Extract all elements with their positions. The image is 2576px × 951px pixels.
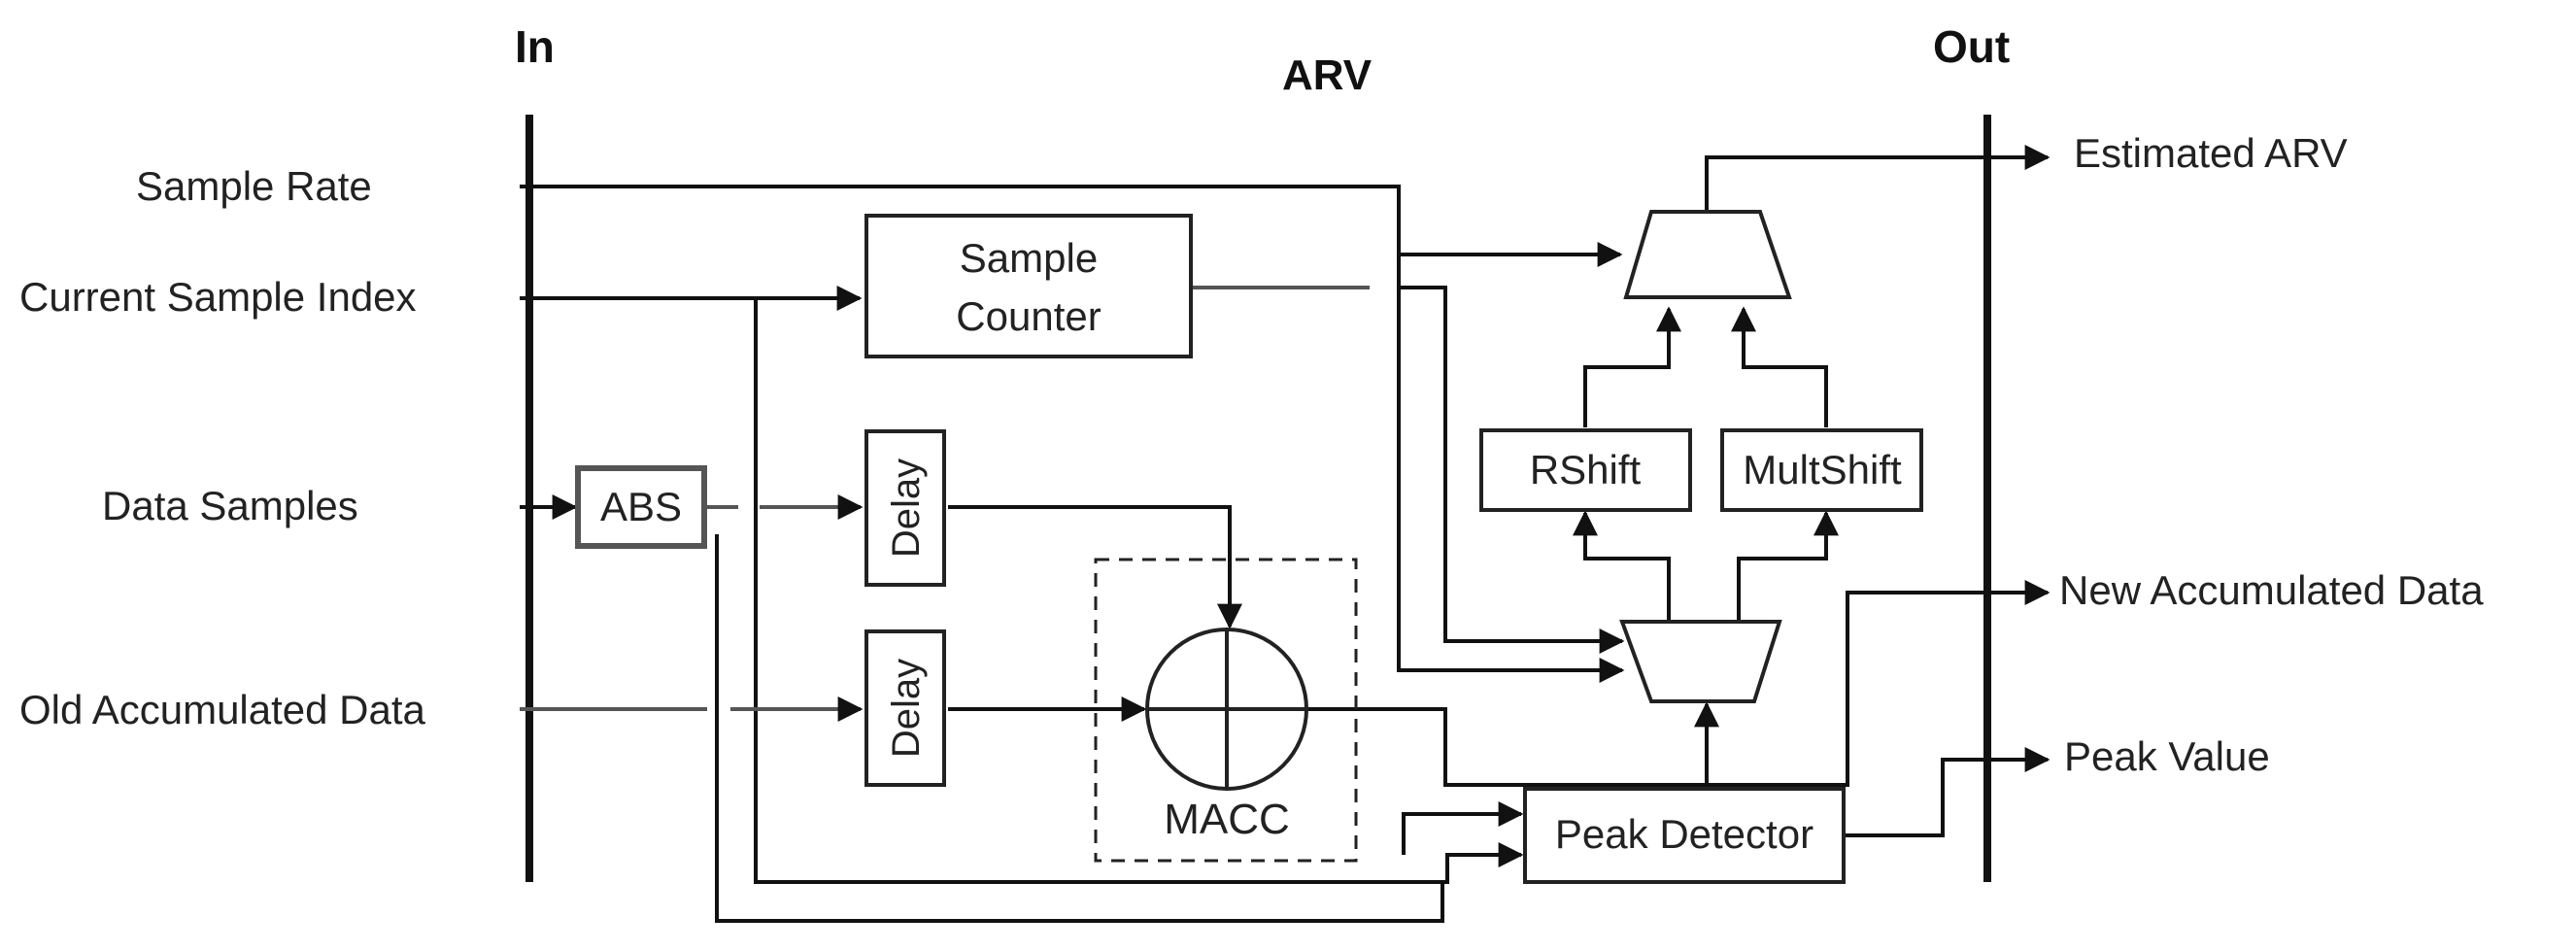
- wire-sample-rate: [520, 185, 1625, 683]
- delay-2-label: Delay: [885, 659, 928, 758]
- shift-select-mux: [1619, 620, 1782, 703]
- output-label-estimated-arv: Estimated ARV: [2074, 130, 2348, 176]
- macc-block: MACC: [1094, 558, 1358, 863]
- multshift-block: MultShift: [1720, 428, 1923, 512]
- input-label-current-sample-index: Current Sample Index: [19, 274, 417, 320]
- input-label-old-accumulated-data: Old Accumulated Data: [19, 687, 426, 732]
- input-label-sample-rate: Sample Rate: [136, 163, 372, 209]
- delay-block-1: Delay: [864, 429, 946, 587]
- wire-mux-to-estimated-arv: [1705, 145, 2051, 212]
- wire-lower-mux-to-multshift: [1737, 510, 1839, 622]
- wire-peak-detector-to-peak-value: [1846, 747, 2051, 837]
- wire-macc-to-peak-detector: [1402, 801, 1524, 855]
- wire-abs-to-peak-detector: [715, 534, 1444, 923]
- delay-1-label: Delay: [885, 459, 928, 558]
- wire-index-to-peak-detector: [754, 298, 1524, 884]
- input-label-data-samples: Data Samples: [102, 483, 358, 528]
- output-label-peak-value: Peak Value: [2064, 733, 2270, 779]
- sample-counter-label-line1: Sample: [960, 235, 1098, 281]
- abs-block: ABS: [575, 465, 707, 549]
- output-mux: [1623, 210, 1792, 299]
- wire-rshift-to-upper-mux: [1583, 306, 1681, 427]
- output-label-new-accumulated-data: New Accumulated Data: [2059, 567, 2484, 613]
- peak-detector-label: Peak Detector: [1555, 811, 1813, 857]
- wire-lower-mux-to-rshift: [1573, 510, 1671, 622]
- wire-sample-counter-to-mux: [1399, 286, 1625, 654]
- wire-macc-to-new-accumulated-data: [1306, 580, 2051, 787]
- arv-block-title: ARV: [1282, 51, 1373, 99]
- out-column-label: Out: [1933, 21, 2010, 72]
- wire-multshift-to-upper-mux: [1731, 306, 1828, 427]
- peak-detector-block: Peak Detector: [1523, 787, 1846, 884]
- macc-label: MACC: [1164, 796, 1290, 843]
- in-column-label: In: [515, 21, 555, 72]
- delay-block-2: Delay: [864, 629, 946, 787]
- abs-label: ABS: [600, 484, 682, 529]
- sample-counter-label-line2: Counter: [956, 293, 1101, 339]
- sample-counter-block: Sample Counter: [864, 214, 1193, 358]
- wire-delay-1-to-macc: [948, 505, 1242, 629]
- rshift-block: RShift: [1479, 428, 1692, 512]
- multshift-label: MultShift: [1743, 447, 1902, 492]
- rshift-label: RShift: [1530, 447, 1642, 492]
